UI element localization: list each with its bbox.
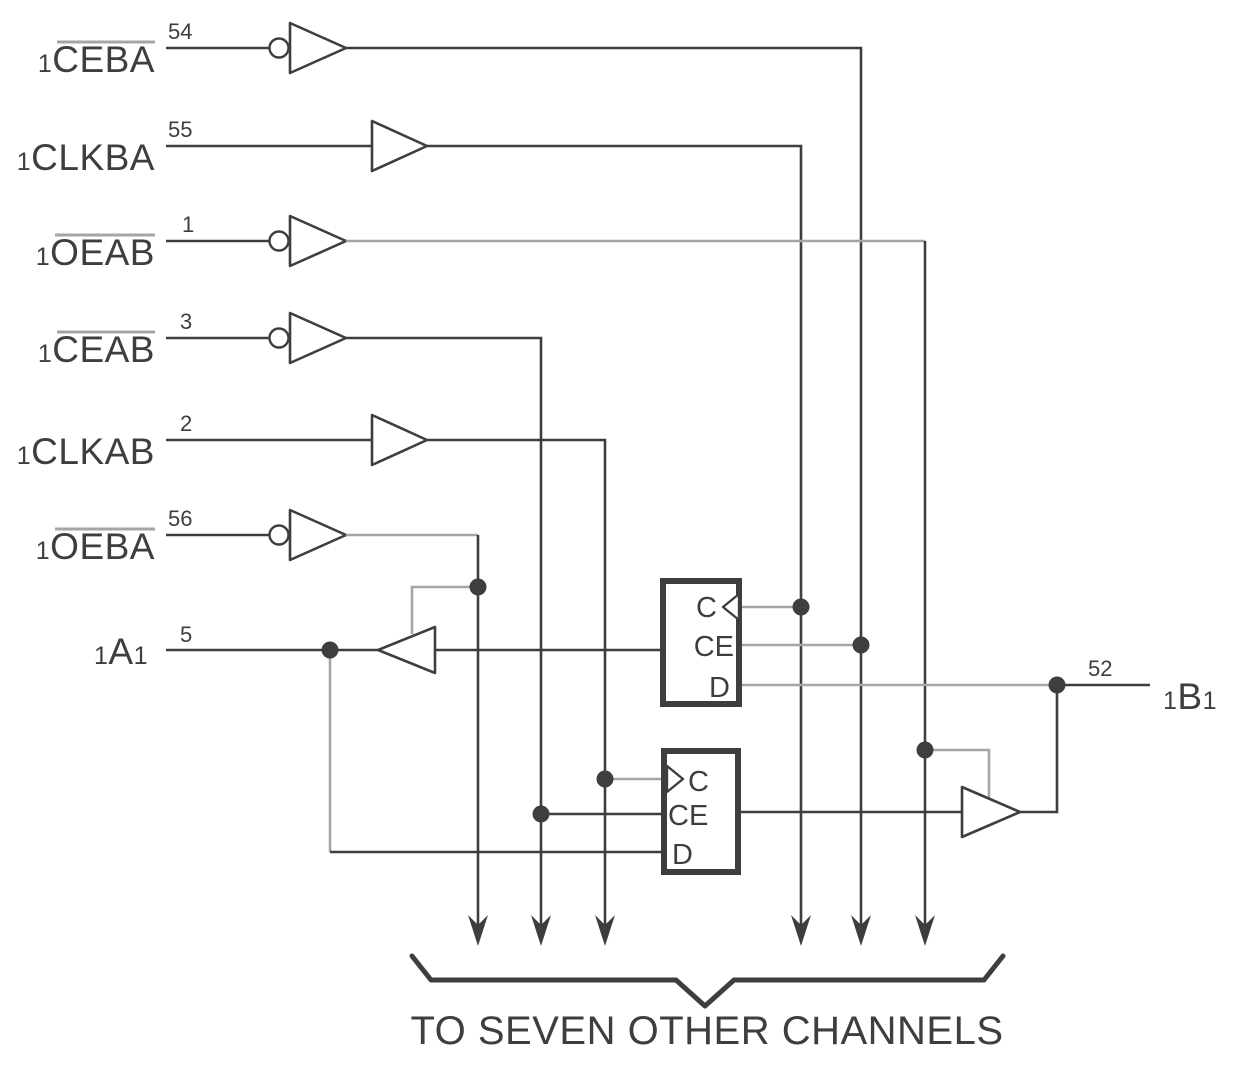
signal-label-clkab: 1CLKAB: [17, 431, 155, 472]
input-row-ceba: 1CEBA 54: [38, 19, 863, 928]
pin-number: 56: [168, 506, 192, 531]
pin-number: 52: [1088, 656, 1112, 681]
a-output-driver-triangle-icon: [376, 625, 437, 675]
junction-dot: [469, 578, 487, 596]
signal-label-oeab: 1OEAB: [36, 232, 155, 273]
inverter-bubble-icon: [268, 524, 290, 546]
pin-number: 55: [168, 117, 192, 142]
wire: [346, 336, 543, 928]
inverter-triangle-icon: [288, 508, 348, 562]
wire: [1020, 685, 1059, 814]
input-row-oeab: 1OEAB 1: [36, 212, 927, 928]
caption-group: TO SEVEN OTHER CHANNELS: [409, 953, 1006, 1053]
enable-elbow-a: [410, 585, 478, 634]
inverter-triangle-icon: [288, 311, 348, 365]
data-label: D: [709, 672, 730, 704]
port-b-row: 52 1B1: [925, 656, 1217, 839]
signal-label-clkba: 1CLKBA: [17, 137, 155, 178]
clock-label: C: [688, 766, 709, 798]
channel-arrows: [468, 915, 935, 946]
input-row-oeba: 1OEBA 56: [36, 506, 480, 928]
arrow-down-icon: [468, 915, 488, 946]
clock-enable-label: CE: [668, 800, 708, 832]
junction-dots: [321, 578, 1066, 823]
inverter-triangle-icon: [288, 214, 348, 268]
arrow-down-icon: [915, 915, 935, 946]
inverter-bubble-icon: [268, 37, 290, 59]
b-output-driver-triangle-icon: [960, 785, 1022, 839]
brace: [409, 953, 1006, 1009]
pin-number: 54: [168, 19, 192, 44]
clock-label: C: [696, 592, 717, 624]
junction-dot: [532, 805, 550, 823]
clock-edge-icon: [721, 592, 741, 622]
pin-number: 1: [182, 212, 194, 237]
junction-dot: [852, 636, 870, 654]
wire: [427, 144, 803, 928]
input-row-clkab: 1CLKAB 2: [17, 411, 607, 928]
junction-dot: [596, 770, 614, 788]
signal-label-oeba: 1OEBA: [36, 526, 155, 567]
caption: TO SEVEN OTHER CHANNELS: [410, 1009, 1003, 1053]
arrow-down-icon: [531, 915, 551, 946]
arrow-down-icon: [851, 915, 871, 946]
arrow-down-icon: [595, 915, 615, 946]
buffer-triangle-icon: [370, 119, 429, 173]
wire: [346, 46, 863, 928]
signal-label-a1: 1A1: [94, 631, 148, 672]
pin-number: 5: [180, 622, 192, 647]
enable-elbow-b: [925, 748, 991, 800]
signal-label-b1: 1B1: [1163, 676, 1217, 717]
input-row-clkba: 1CLKBA 55: [17, 117, 803, 928]
register-ba: C CE D: [660, 578, 1057, 707]
pin-number: 3: [180, 309, 192, 334]
junction-dot: [916, 741, 934, 759]
inverter-triangle-icon: [288, 21, 348, 75]
junction-dot: [321, 641, 339, 659]
input-row-ceab: 1CEAB 3: [38, 309, 543, 928]
arrow-down-icon: [791, 915, 811, 946]
register-ab: C CE D: [541, 748, 962, 875]
inverter-bubble-icon: [268, 230, 290, 252]
junction-dot: [1048, 676, 1066, 694]
clock-enable-label: CE: [694, 631, 734, 663]
buffer-triangle-icon: [370, 413, 429, 467]
junction-dot: [792, 598, 810, 616]
pin-number: 2: [180, 411, 192, 436]
clock-edge-icon: [665, 764, 685, 794]
data-label: D: [672, 839, 693, 871]
signal-label-ceba: 1CEBA: [38, 39, 155, 80]
inverter-bubble-icon: [268, 327, 290, 349]
register-ab-box: [661, 748, 741, 875]
register-ba-box: [660, 578, 742, 707]
signal-label-ceab: 1CEAB: [38, 329, 155, 370]
wire: [427, 438, 607, 928]
port-a-row: 1A1 5: [94, 585, 664, 854]
